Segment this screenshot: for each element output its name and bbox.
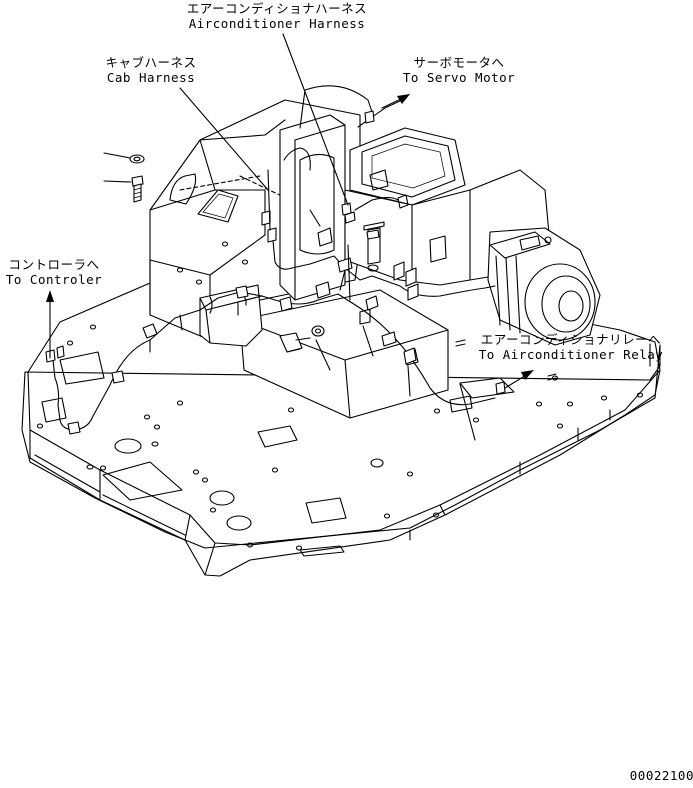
label-controller: コントローラへ To Controler — [0, 257, 108, 287]
battery-box — [239, 289, 449, 419]
label-aircon-harness-jp: エアーコンディショナハーネス — [186, 1, 368, 16]
label-aircon-harness: エアーコンディショナハーネス Airconditioner Harness — [178, 1, 376, 31]
label-controller-jp: コントローラへ — [8, 257, 100, 272]
label-cab-harness: キャブハーネス Cab Harness — [96, 55, 206, 85]
label-aircon-relay-jp: エアーコンディショナリレーへ — [480, 332, 662, 347]
label-servo-motor-jp: サーボモータへ — [413, 55, 505, 70]
label-cab-harness-en: Cab Harness — [106, 70, 196, 85]
label-servo-motor: サーボモータへ To Servo Motor — [392, 55, 526, 85]
loose-bolt-washer — [103, 152, 380, 240]
label-cab-harness-jp: キャブハーネス — [105, 55, 197, 70]
revolving-frame — [21, 282, 661, 577]
leader-lines — [46, 33, 651, 441]
drawing-code: 00022100 — [629, 768, 693, 783]
label-aircon-harness-en: Airconditioner Harness — [188, 16, 366, 31]
label-aircon-relay-en: To Airconditioner Relay — [478, 347, 664, 362]
aircon-unit — [344, 127, 601, 346]
label-servo-motor-en: To Servo Motor — [402, 70, 516, 85]
aircon-duct — [279, 85, 373, 301]
label-aircon-relay: エアーコンディショナリレーへ To Airconditioner Relay — [466, 332, 676, 362]
label-controller-en: To Controler — [5, 272, 103, 287]
